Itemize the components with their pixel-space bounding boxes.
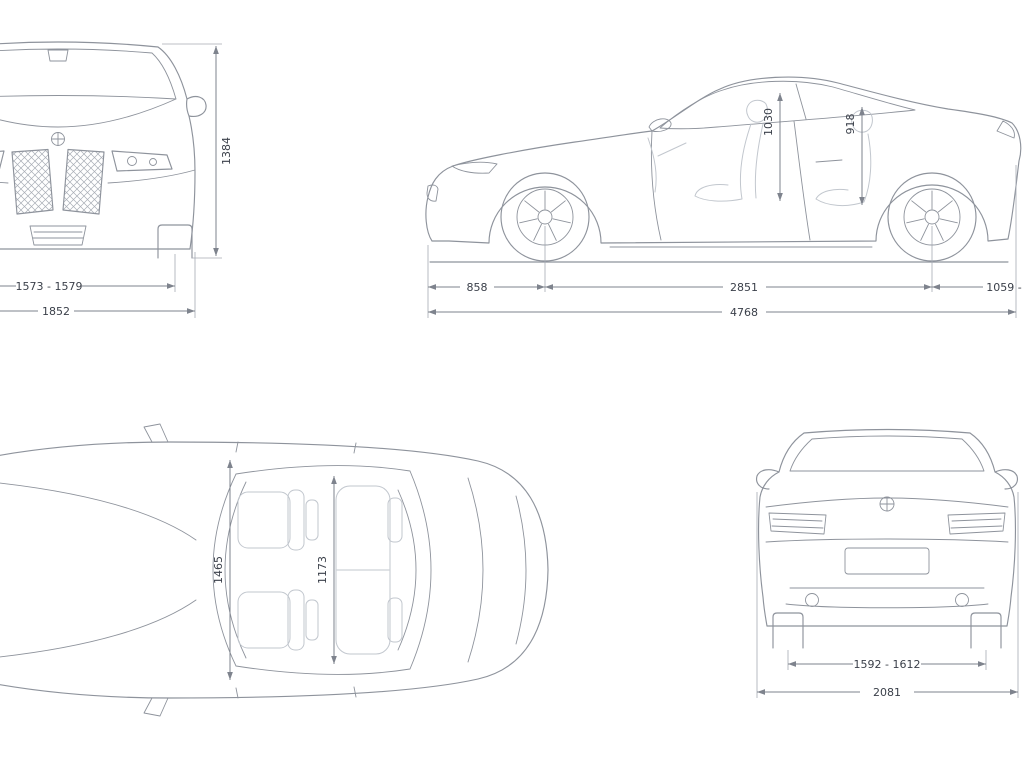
front-hub xyxy=(537,209,553,225)
front-body-details xyxy=(0,48,196,246)
headroom-front-label: 1030 xyxy=(762,108,775,136)
overhang-front-label: 858 xyxy=(467,281,488,294)
side-interior-seats xyxy=(647,99,873,207)
rear-view-drawing: 1592 - 1612 2081 xyxy=(755,428,1019,699)
rear-wheel-spokes xyxy=(906,190,958,241)
interior-width-rear-label: 1173 xyxy=(316,556,329,584)
top-view-drawing: 1465 1173 xyxy=(0,423,549,717)
rear-wheels xyxy=(772,612,1002,649)
license-plate-area xyxy=(844,547,930,575)
seat-front-right-cushion xyxy=(237,591,291,649)
rear-width-label: 2081 xyxy=(873,686,901,699)
rear-track-label: 1592 - 1612 xyxy=(854,658,921,671)
side-body-details xyxy=(426,80,1015,248)
rear-headrest-right xyxy=(387,597,403,643)
rear-body-details xyxy=(765,435,1009,609)
front-wheels xyxy=(157,224,193,259)
interior-width-front-label: 1465 xyxy=(212,556,225,584)
rear-extension-lines xyxy=(756,492,1019,698)
front-kidney-grille-right xyxy=(62,148,105,215)
seat-front-left-headrest xyxy=(305,499,319,541)
headroom-rear-label: 918 xyxy=(844,114,857,135)
wheelbase-label: 2851 xyxy=(730,281,758,294)
length-label: 4768 xyxy=(730,306,758,319)
top-body-outline xyxy=(0,441,549,699)
front-dimensions: 1384 1573 - 1579 1852 xyxy=(0,43,233,318)
bmw-roundel-rear-icon xyxy=(879,496,895,512)
front-wheel-spokes xyxy=(519,190,571,241)
seat-front-left-back xyxy=(287,489,305,551)
rear-headrest-left xyxy=(387,497,403,543)
headlight-lens-inner xyxy=(149,158,157,166)
rear-body-outline xyxy=(755,428,1019,627)
seat-front-right-back xyxy=(287,589,305,651)
front-width-label: 1852 xyxy=(42,305,70,318)
seat-front-right-headrest xyxy=(305,599,319,641)
headlight-lens-outer xyxy=(127,156,137,166)
exhaust-left xyxy=(805,593,819,607)
roundel-rear-quarters xyxy=(879,496,895,512)
seat-front-left-cushion xyxy=(237,491,291,549)
side-dimensions: 1030 918 858 2851 1059 - 4768 xyxy=(427,93,1022,319)
rear-dimensions: 1592 - 1612 2081 xyxy=(756,492,1019,699)
rear-hub xyxy=(924,209,940,225)
side-extension-lines xyxy=(427,165,1017,318)
side-view-drawing: 1030 918 858 2851 1059 - 4768 xyxy=(425,76,1022,319)
top-dimensions: 1465 1173 xyxy=(212,460,337,680)
side-body-outline xyxy=(425,76,1022,263)
front-track-label: 1573 - 1579 xyxy=(16,280,83,293)
top-body-details xyxy=(0,423,527,717)
exhaust-right xyxy=(955,593,969,607)
bmw-roundel-icon xyxy=(51,132,65,146)
front-extension-lines xyxy=(162,43,222,318)
front-wheel xyxy=(500,172,590,262)
front-headlights xyxy=(0,150,173,172)
front-body-outline xyxy=(0,41,207,250)
front-kidney-grille-left xyxy=(11,148,54,215)
overhang-rear-label: 1059 - xyxy=(986,281,1021,294)
front-height-label: 1384 xyxy=(220,137,233,165)
front-view-drawing: 1384 1573 - 1579 1852 xyxy=(0,41,233,318)
roundel-quarters xyxy=(51,132,65,146)
